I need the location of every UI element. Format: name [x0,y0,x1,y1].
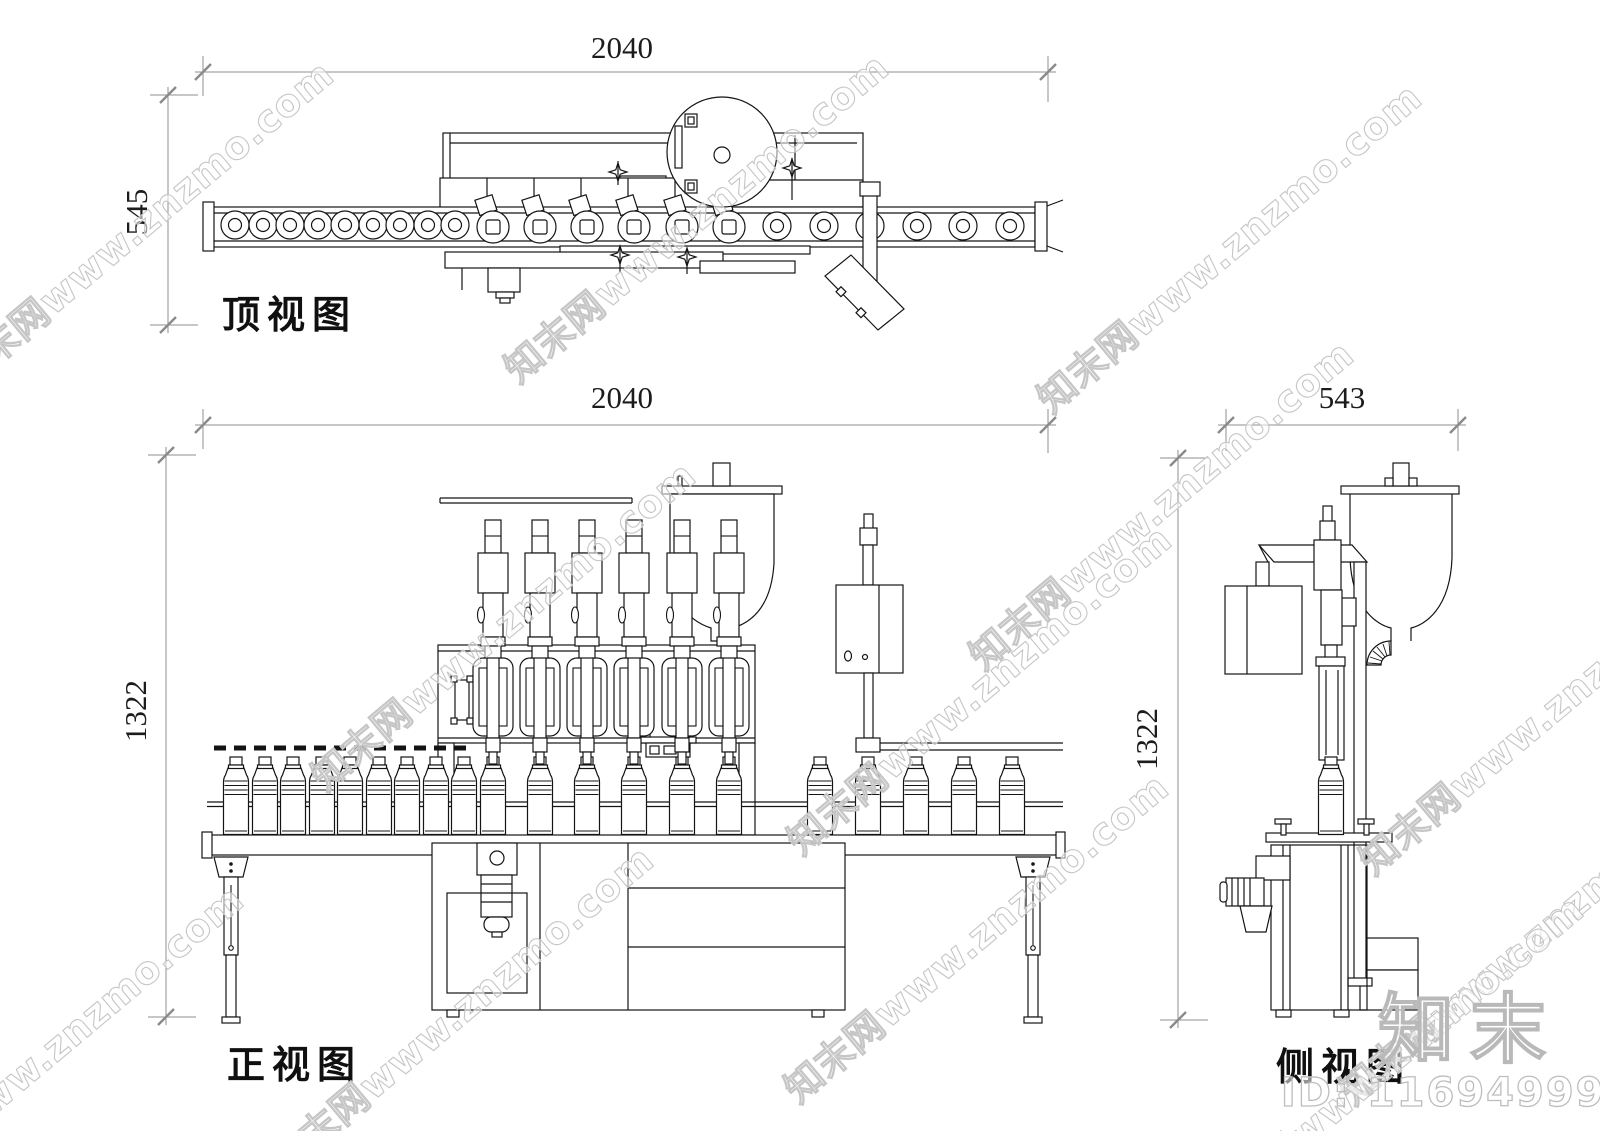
top-view-drawing [202,96,1064,331]
top-view-label: 顶视图 [222,295,357,337]
dim-top-depth: 545 [119,189,154,236]
watermark-text: 知末网www.znzmo.com [0,877,252,1131]
watermark-text: 知末网www.znzmo.com [1351,537,1600,884]
dim-front-height: 1322 [118,680,153,742]
dim-top-width: 2040 [591,30,653,65]
front-view-label: 正视图 [227,1045,362,1087]
znzmo-logo: 知末 [1378,985,1562,1074]
dim-front-width: 2040 [591,380,653,415]
dim-side-width: 543 [1319,380,1366,415]
asset-id-text: ID: 1169499938 [1281,1070,1600,1116]
side-view-label: 侧视图 [1276,1047,1411,1089]
watermark-text: 知末网www.znzmo.com [1029,75,1430,422]
front-view-drawing [201,462,1066,1024]
side-view-drawing [1219,462,1460,1018]
dim-side-height: 1322 [1129,708,1164,770]
dimension-annotations: 2040 545 2040 1322 543 1322 [118,30,1467,1029]
